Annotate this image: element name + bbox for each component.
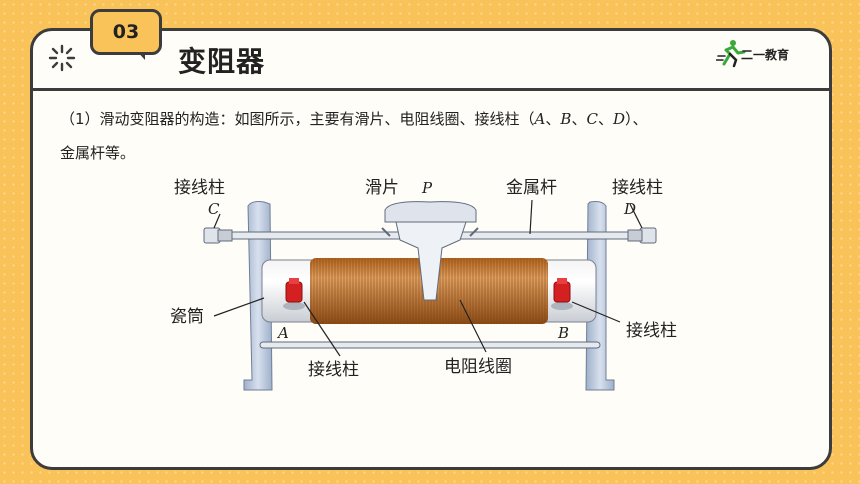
- slider-p: [381, 201, 479, 301]
- badge-pointer: [136, 50, 145, 60]
- paragraph-text-2: ）、: [624, 110, 648, 128]
- letter-a: A: [276, 324, 289, 342]
- terminal-letter-c: C: [586, 110, 598, 128]
- section-number: 03: [112, 21, 140, 43]
- label-slider: 滑片: [365, 178, 399, 198]
- brand-name: 二一教育: [741, 48, 790, 62]
- paragraph-text-1: （1）滑动变阻器的构造：如图所示，主要有滑片、电阻线圈、接线柱（: [60, 110, 535, 128]
- rheostat-diagram: 接线柱 C 滑片 P 金属杆 接线柱 D 瓷筒 A B 接线柱 电阻线圈 接线柱: [170, 178, 677, 391]
- separator: 、: [597, 110, 613, 128]
- label-porcelain: 瓷筒: [170, 307, 204, 327]
- terminal-letter-b: B: [560, 110, 572, 128]
- letter-p: P: [421, 179, 433, 197]
- letter-b: B: [557, 324, 569, 342]
- label-terminal-b: 接线柱: [626, 321, 677, 341]
- bottom-rod: [259, 341, 601, 349]
- label-coil: 电阻线圈: [444, 357, 512, 377]
- letter-d: D: [623, 200, 636, 218]
- label-terminal-a: 接线柱: [308, 360, 359, 380]
- page-title: 变阻器: [178, 45, 266, 78]
- sparkle-icon: [48, 44, 76, 72]
- label-terminal-c: 接线柱: [174, 178, 225, 198]
- paragraph-text-3: 金属杆等。: [60, 144, 136, 162]
- terminal-letter-d: D: [612, 110, 625, 128]
- description-paragraph: （1）滑动变阻器的构造：如图所示，主要有滑片、电阻线圈、接线柱（A、B、C、D）…: [60, 102, 800, 170]
- separator: 、: [545, 110, 561, 128]
- terminal-d-knob: [627, 227, 657, 244]
- letter-c: C: [208, 200, 220, 218]
- terminal-b-knob: [551, 278, 573, 310]
- terminal-letter-a: A: [534, 110, 546, 128]
- terminal-c-knob: [203, 227, 233, 244]
- section-number-badge: 03: [90, 9, 162, 55]
- header-divider: [33, 88, 829, 91]
- runner-logo-icon: [716, 40, 746, 68]
- terminal-a-knob: [283, 278, 305, 310]
- separator: 、: [571, 110, 587, 128]
- label-terminal-d: 接线柱: [612, 178, 663, 198]
- label-metal-rod: 金属杆: [506, 178, 557, 198]
